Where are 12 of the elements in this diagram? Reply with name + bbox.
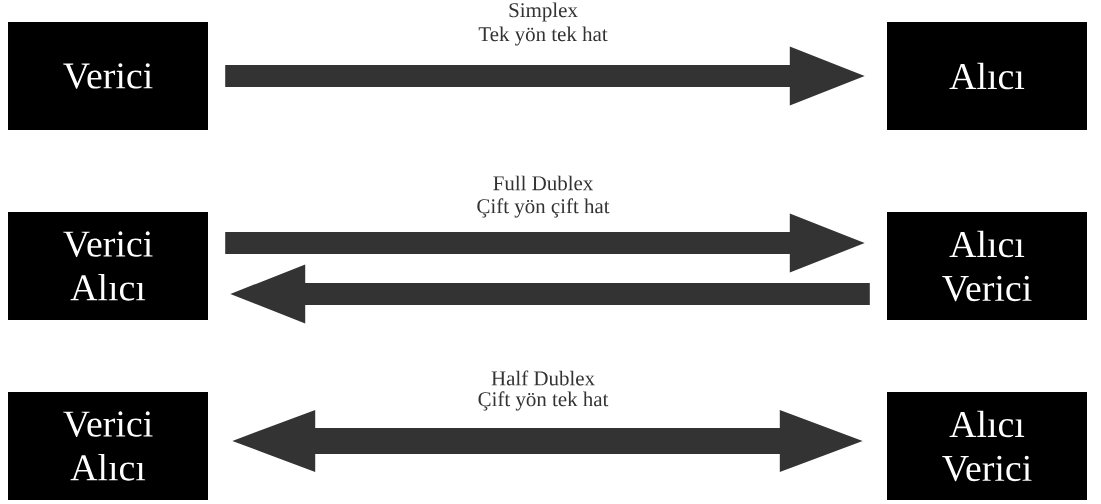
text-box: Alıcı Verici [887,392,1087,500]
description-text: Tek yön tek hat [477,25,609,47]
text-box: Alıcı Verici [887,212,1087,320]
description-text: Çift yön çift hat [475,197,611,219]
edge-label: Full Dublex [491,174,595,192]
description-text: Çift yön tek hat [476,390,610,412]
edge-label: Half Dublex [490,369,596,387]
text-box: Alıcı [887,22,1087,130]
text-box: Verici Alıcı [8,392,208,500]
edge-label: Simplex [507,1,579,23]
text-box: Verici [8,22,208,130]
text-box: Verici Alıcı [8,212,208,320]
